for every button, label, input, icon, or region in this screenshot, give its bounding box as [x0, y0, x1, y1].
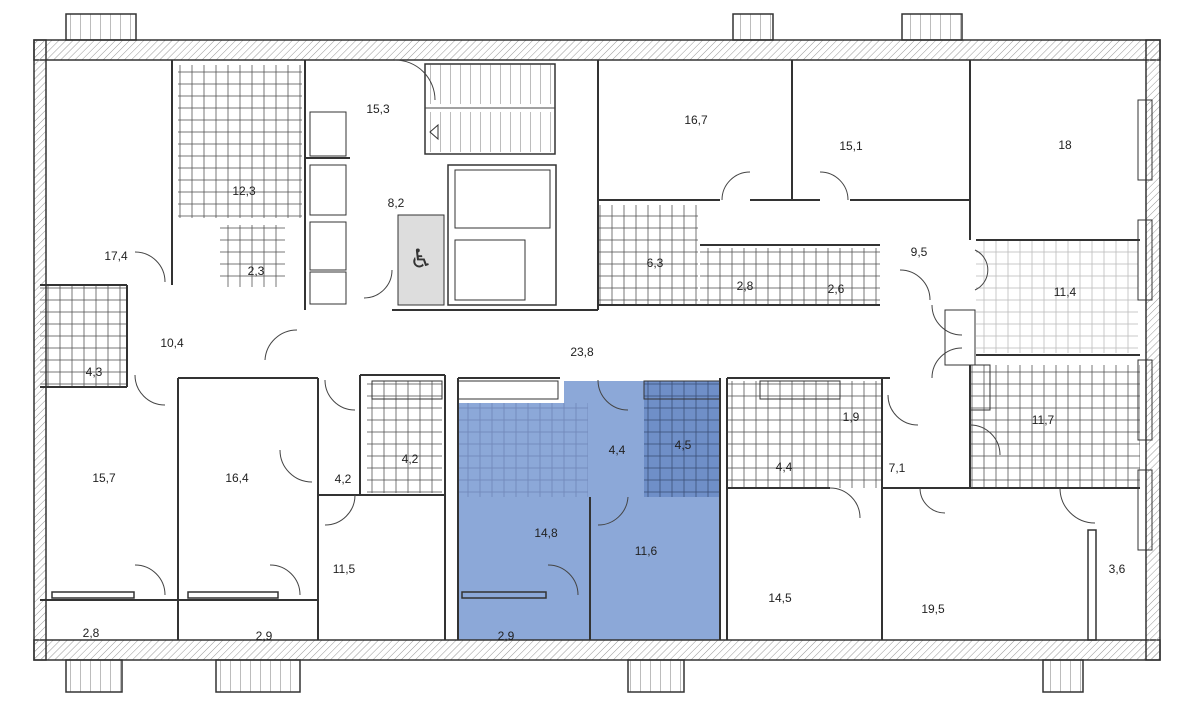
room-2-8-mid: 2,8 [737, 279, 754, 293]
room-2-9-hl: 2,9 [498, 629, 515, 643]
room-1-9: 1,9 [843, 410, 860, 424]
room-9-5: 9,5 [911, 245, 928, 259]
room-10-4: 10,4 [160, 336, 184, 350]
room-6-3: 6,3 [647, 256, 664, 270]
room-4-2-hall: 4,2 [335, 472, 352, 486]
room-4-4-right: 4,4 [776, 460, 793, 474]
room-2-8: 2,8 [83, 626, 100, 640]
room-4-3: 4,3 [86, 365, 103, 379]
exterior-walls [33, 13, 1161, 693]
room-2-6: 2,6 [828, 282, 845, 296]
room-11-6-hl: 11,6 [635, 544, 658, 558]
room-3-6: 3,6 [1109, 562, 1126, 576]
room-23-8: 23,8 [570, 345, 594, 359]
tiled-floors [40, 65, 1140, 493]
room-12-3: 12,3 [232, 184, 256, 198]
room-14-5: 14,5 [768, 591, 792, 605]
room-labels: 17,4 12,3 2,3 4,3 10,4 15,7 16,4 2,8 2,9… [83, 102, 1126, 643]
interior-walls [40, 60, 1140, 641]
room-16-4: 16,4 [225, 471, 249, 485]
room-15-1: 15,1 [839, 139, 863, 153]
room-18: 18 [1058, 138, 1072, 152]
room-11-5: 11,5 [333, 562, 356, 576]
stair-core: ♿ [397, 63, 557, 306]
room-16-7: 16,7 [684, 113, 708, 127]
room-2-9-left: 2,9 [256, 629, 273, 643]
room-14-8-hl: 14,8 [534, 526, 558, 540]
room-11-7: 11,7 [1032, 413, 1055, 427]
room-4-2-bath: 4,2 [402, 452, 419, 466]
room-2-3: 2,3 [248, 264, 265, 278]
room-19-5: 19,5 [921, 602, 945, 616]
highlighted-apartment [458, 381, 720, 640]
room-15-3: 15,3 [366, 102, 390, 116]
room-7-1: 7,1 [889, 461, 906, 475]
storage-lockers [309, 111, 991, 411]
room-17-4: 17,4 [104, 249, 128, 263]
room-8-2: 8,2 [388, 196, 405, 210]
doors [134, 59, 1096, 596]
wheelchair-icon: ♿ [409, 245, 432, 275]
room-4-4-hl: 4,4 [609, 443, 626, 457]
room-11-4: 11,4 [1054, 285, 1077, 299]
room-4-5-hl: 4,5 [675, 438, 692, 452]
room-15-7: 15,7 [92, 471, 116, 485]
